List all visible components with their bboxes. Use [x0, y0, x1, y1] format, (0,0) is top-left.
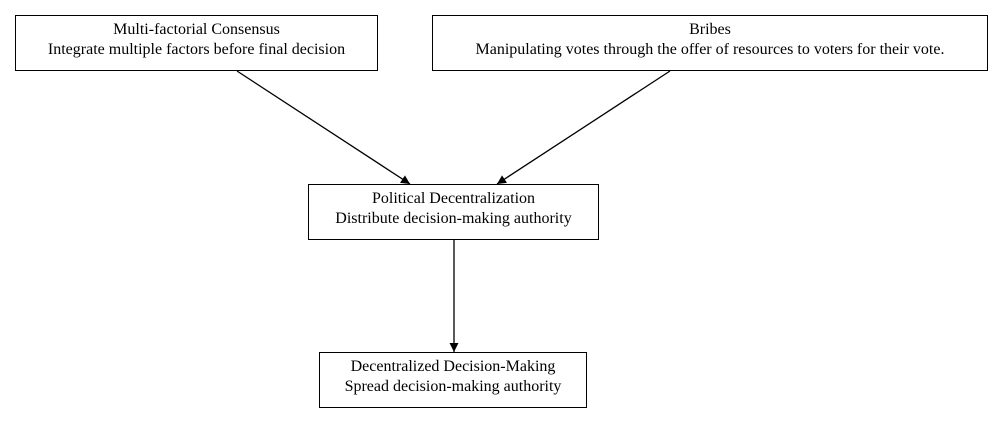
node-multi-factorial-consensus: Multi-factorial Consensus Integrate mult… — [15, 15, 378, 71]
node-bribes: Bribes Manipulating votes through the of… — [432, 15, 988, 71]
edge-bribes-to-political-decentralization — [496, 70, 671, 185]
node-description: Integrate multiple factors before final … — [47, 41, 346, 58]
node-decentralized-decision-making: Decentralized Decision-Making Spread dec… — [319, 352, 587, 408]
node-title: Multi-factorial Consensus — [113, 21, 280, 38]
node-title: Bribes — [689, 21, 731, 38]
node-title: Decentralized Decision-Making — [350, 358, 556, 375]
node-political-decentralization: Political Decentralization Distribute de… — [308, 184, 599, 240]
node-description: Manipulating votes through the offer of … — [475, 41, 945, 58]
node-description: Spread decision-making authority — [344, 378, 562, 395]
edge-multi-factorial-consensus-to-political-decentralization — [236, 70, 411, 185]
node-title: Political Decentralization — [371, 190, 536, 207]
node-description: Distribute decision-making authority — [335, 210, 572, 227]
